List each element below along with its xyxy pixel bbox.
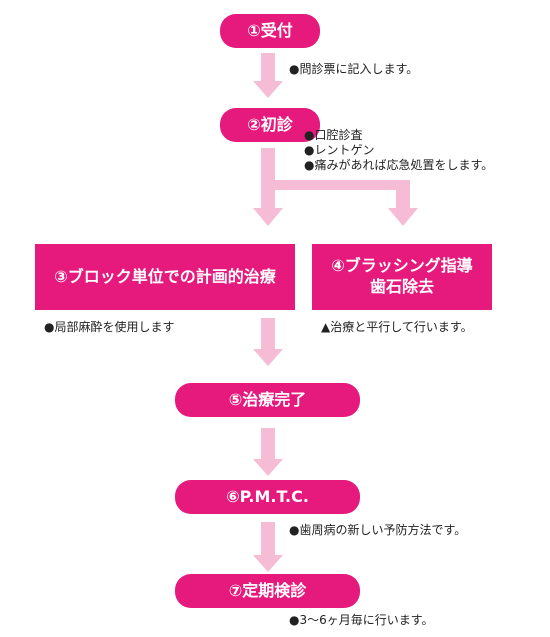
note-first-visit-item: ●痛みがあれば応急処置をします。	[304, 158, 494, 172]
step-pmtc: ⑥P.M.T.C.	[175, 480, 360, 514]
note-planned-treatment-text: ●局部麻酔を使用します	[44, 320, 175, 334]
note-planned-treatment: ●局部麻酔を使用します	[44, 320, 174, 335]
step-pmtc-label: ⑥P.M.T.C.	[226, 486, 309, 506]
note-reception: ●問診票に記入します。	[289, 62, 418, 77]
step-first-visit: ②初診	[220, 108, 320, 142]
step-regular-checkup: ⑦定期検診	[175, 574, 360, 608]
note-pmtc: ●歯周病の新しい予防方法です。	[289, 523, 466, 538]
arrow-step6-to-step7	[253, 522, 283, 572]
step-reception: ①受付	[220, 14, 320, 48]
step-planned-treatment: ③ブロック単位での計画的治療	[35, 244, 295, 310]
note-first-visit-item: ●口腔診査	[304, 128, 363, 142]
note-pmtc-text: ●歯周病の新しい予防方法です。	[289, 523, 467, 537]
arrow-step5-to-step6	[253, 428, 283, 476]
note-first-visit-item: ●レントゲン	[304, 143, 375, 157]
note-first-visit: ●口腔診査 ●レントゲン ●痛みがあれば応急処置をします。	[304, 128, 493, 173]
step-planned-treatment-label: ③ブロック単位での計画的治療	[54, 266, 276, 286]
step-treatment-complete: ⑤治療完了	[175, 383, 360, 417]
note-brushing-guidance-text: ▲治療と平行して行います。	[321, 320, 473, 334]
note-regular-checkup: ●3～6ヶ月毎に行います。	[289, 613, 434, 628]
note-brushing-guidance: ▲治療と平行して行います。	[321, 320, 473, 335]
note-regular-checkup-text: ●3～6ヶ月毎に行います。	[289, 613, 434, 627]
arrow-step2-to-split	[253, 148, 418, 226]
step-regular-checkup-label: ⑦定期検診	[228, 580, 307, 600]
step-brushing-guidance: ④ブラッシング指導 歯石除去	[312, 244, 492, 310]
arrow-step1-to-step2	[253, 53, 283, 98]
step-treatment-complete-label: ⑤治療完了	[228, 389, 307, 409]
step-reception-label: ①受付	[247, 20, 293, 40]
note-reception-text: ●問診票に記入します。	[289, 62, 419, 76]
step-first-visit-label: ②初診	[247, 114, 293, 134]
step-brushing-guidance-line2: 歯石除去	[369, 277, 434, 296]
step-brushing-guidance-line1: ④ブラッシング指導	[331, 256, 473, 276]
arrow-step3-to-step5	[253, 318, 283, 366]
